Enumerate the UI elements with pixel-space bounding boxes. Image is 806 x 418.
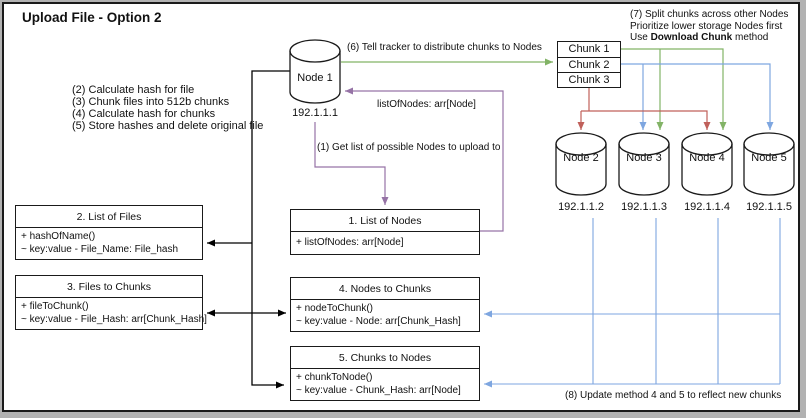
table-list-of-nodes: 1. List of Nodes + listOfNodes: arr[Node… <box>290 209 480 255</box>
step1-label: (1) Get list of possible Nodes to upload… <box>317 142 501 153</box>
step8-label: (8) Update method 4 and 5 to reflect new… <box>565 390 782 401</box>
table-row: + fileToChunk() <box>21 301 89 312</box>
chunk-3: Chunk 3 <box>558 72 620 87</box>
step7-line3-bold: Download Chunk <box>650 32 733 44</box>
table-row: + nodeToChunk() <box>296 303 373 314</box>
step7-line3-prefix: Use <box>630 32 651 44</box>
step4-note: (4) Calculate hash for chunks <box>72 108 216 120</box>
step7-line3-suffix: method <box>732 32 769 44</box>
table-files-to-chunks-title: 3. Files to Chunks <box>16 276 202 298</box>
step5-note: (5) Store hashes and delete original fil… <box>72 120 264 132</box>
node-2-ip: 192.1.1.2 <box>558 201 604 213</box>
steps-2-to-5-note: (2) Calculate hash for file (3) Chunk fi… <box>72 84 263 132</box>
step2-note: (2) Calculate hash for file <box>72 84 195 96</box>
chunk-stack: Chunk 1 Chunk 2 Chunk 3 <box>557 41 621 88</box>
table-chunks-to-nodes-title: 5. Chunks to Nodes <box>291 347 479 369</box>
step6-label: (6) Tell tracker to distribute chunks to… <box>347 42 542 53</box>
table-row: + listOfNodes: arr[Node] <box>296 237 404 248</box>
table-row: + hashOfName() <box>21 231 96 242</box>
table-list-of-nodes-title: 1. List of Nodes <box>291 210 479 232</box>
node-2-label: Node 2 <box>563 152 599 164</box>
node-4-label: Node 4 <box>689 152 725 164</box>
step7-line2: Prioritize lower storage Nodes first <box>630 20 783 32</box>
table-list-of-files-title: 2. List of Files <box>16 206 202 228</box>
step7-note: (7) Split chunks across other Nodes Prio… <box>630 9 788 44</box>
node-5-ip: 192.1.1.5 <box>746 201 792 213</box>
step7-line3: Use Download Chunk method <box>630 32 788 44</box>
table-row: + chunkToNode() <box>296 372 373 383</box>
page-title: Upload File - Option 2 <box>22 10 162 25</box>
table-nodes-to-chunks: 4. Nodes to Chunks + nodeToChunk() ~ key… <box>290 277 480 332</box>
node-3-label: Node 3 <box>626 152 662 164</box>
table-files-to-chunks: 3. Files to Chunks + fileToChunk() ~ key… <box>15 275 207 330</box>
node-1-label: Node 1 <box>297 72 333 84</box>
node-1-ip: 192.1.1.1 <box>292 107 338 119</box>
chunk-2: Chunk 2 <box>558 57 620 72</box>
table-list-of-files: 2. List of Files + hashOfName() ~ key:va… <box>15 205 203 260</box>
node-5-label: Node 5 <box>751 152 787 164</box>
table-row: ~ key:value - Node: arr[Chunk_Hash] <box>296 316 461 327</box>
listofnodes-return-label: listOfNodes: arr[Node] <box>377 99 476 110</box>
chunk-1: Chunk 1 <box>568 43 610 55</box>
table-row: ~ key:value - File_Hash: arr[Chunk_Hash] <box>21 314 207 325</box>
step7-line1: (7) Split chunks across other Nodes <box>630 9 789 20</box>
step3-note: (3) Chunk files into 512b chunks <box>72 96 230 108</box>
table-row: ~ key:value - File_Name: File_hash <box>21 244 179 255</box>
table-nodes-to-chunks-title: 4. Nodes to Chunks <box>291 278 479 300</box>
table-chunks-to-nodes: 5. Chunks to Nodes + chunkToNode() ~ key… <box>290 346 480 401</box>
node-4-ip: 192.1.1.4 <box>684 201 730 213</box>
node-3-ip: 192.1.1.3 <box>621 201 667 213</box>
table-row: ~ key:value - Chunk_Hash: arr[Node] <box>296 385 461 396</box>
